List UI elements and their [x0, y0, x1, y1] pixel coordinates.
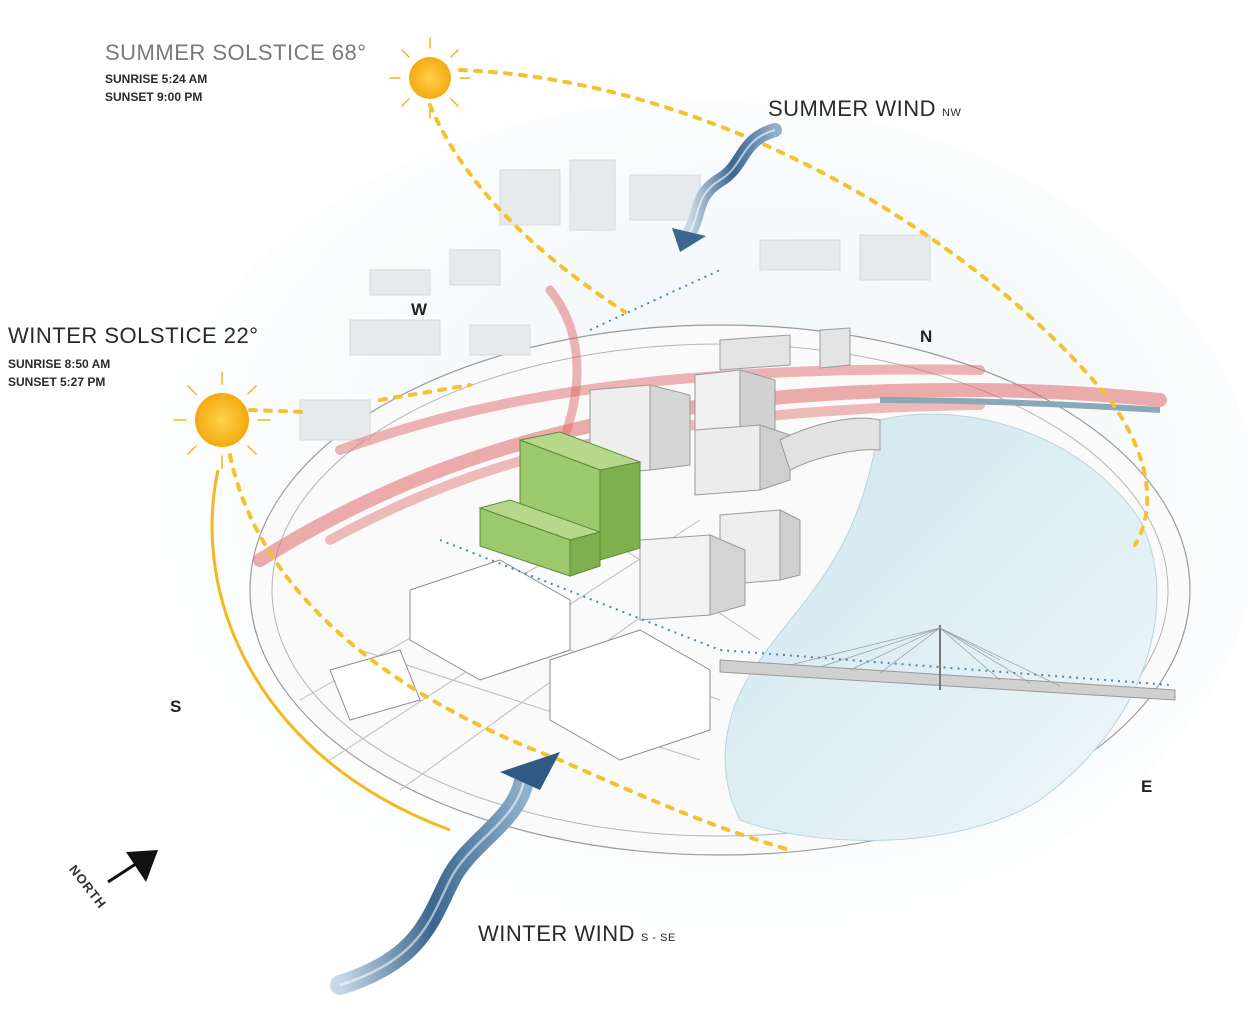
building-e [640, 535, 745, 620]
winter-sunrise: SUNRISE 8:50 AM [8, 355, 110, 373]
winter-wind-title: WINTER WIND [478, 921, 635, 946]
summer-wind-label: SUMMER WIND NW [768, 96, 961, 122]
winter-sunset: SUNSET 5:27 PM [8, 373, 105, 391]
summer-sunset: SUNSET 9:00 PM [105, 88, 202, 106]
summer-wind-title: SUMMER WIND [768, 96, 936, 121]
compass-south: S [170, 697, 181, 717]
compass-north: N [920, 327, 932, 347]
summer-sunrise: SUNRISE 5:24 AM [105, 70, 207, 88]
summer-solstice-title: SUMMER SOLSTICE 68° [105, 40, 367, 66]
summer-wind-direction: NW [942, 107, 961, 119]
building-g [820, 328, 850, 368]
north-arrow-icon [108, 850, 158, 882]
compass-east: E [1141, 777, 1152, 797]
building-f [720, 335, 790, 370]
winter-wind-label: WINTER WIND S - SE [478, 921, 676, 947]
winter-solstice-title: WINTER SOLSTICE 22° [8, 323, 259, 349]
compass-west: W [411, 300, 427, 320]
winter-wind-direction: S - SE [641, 932, 676, 944]
building-c [695, 425, 790, 495]
